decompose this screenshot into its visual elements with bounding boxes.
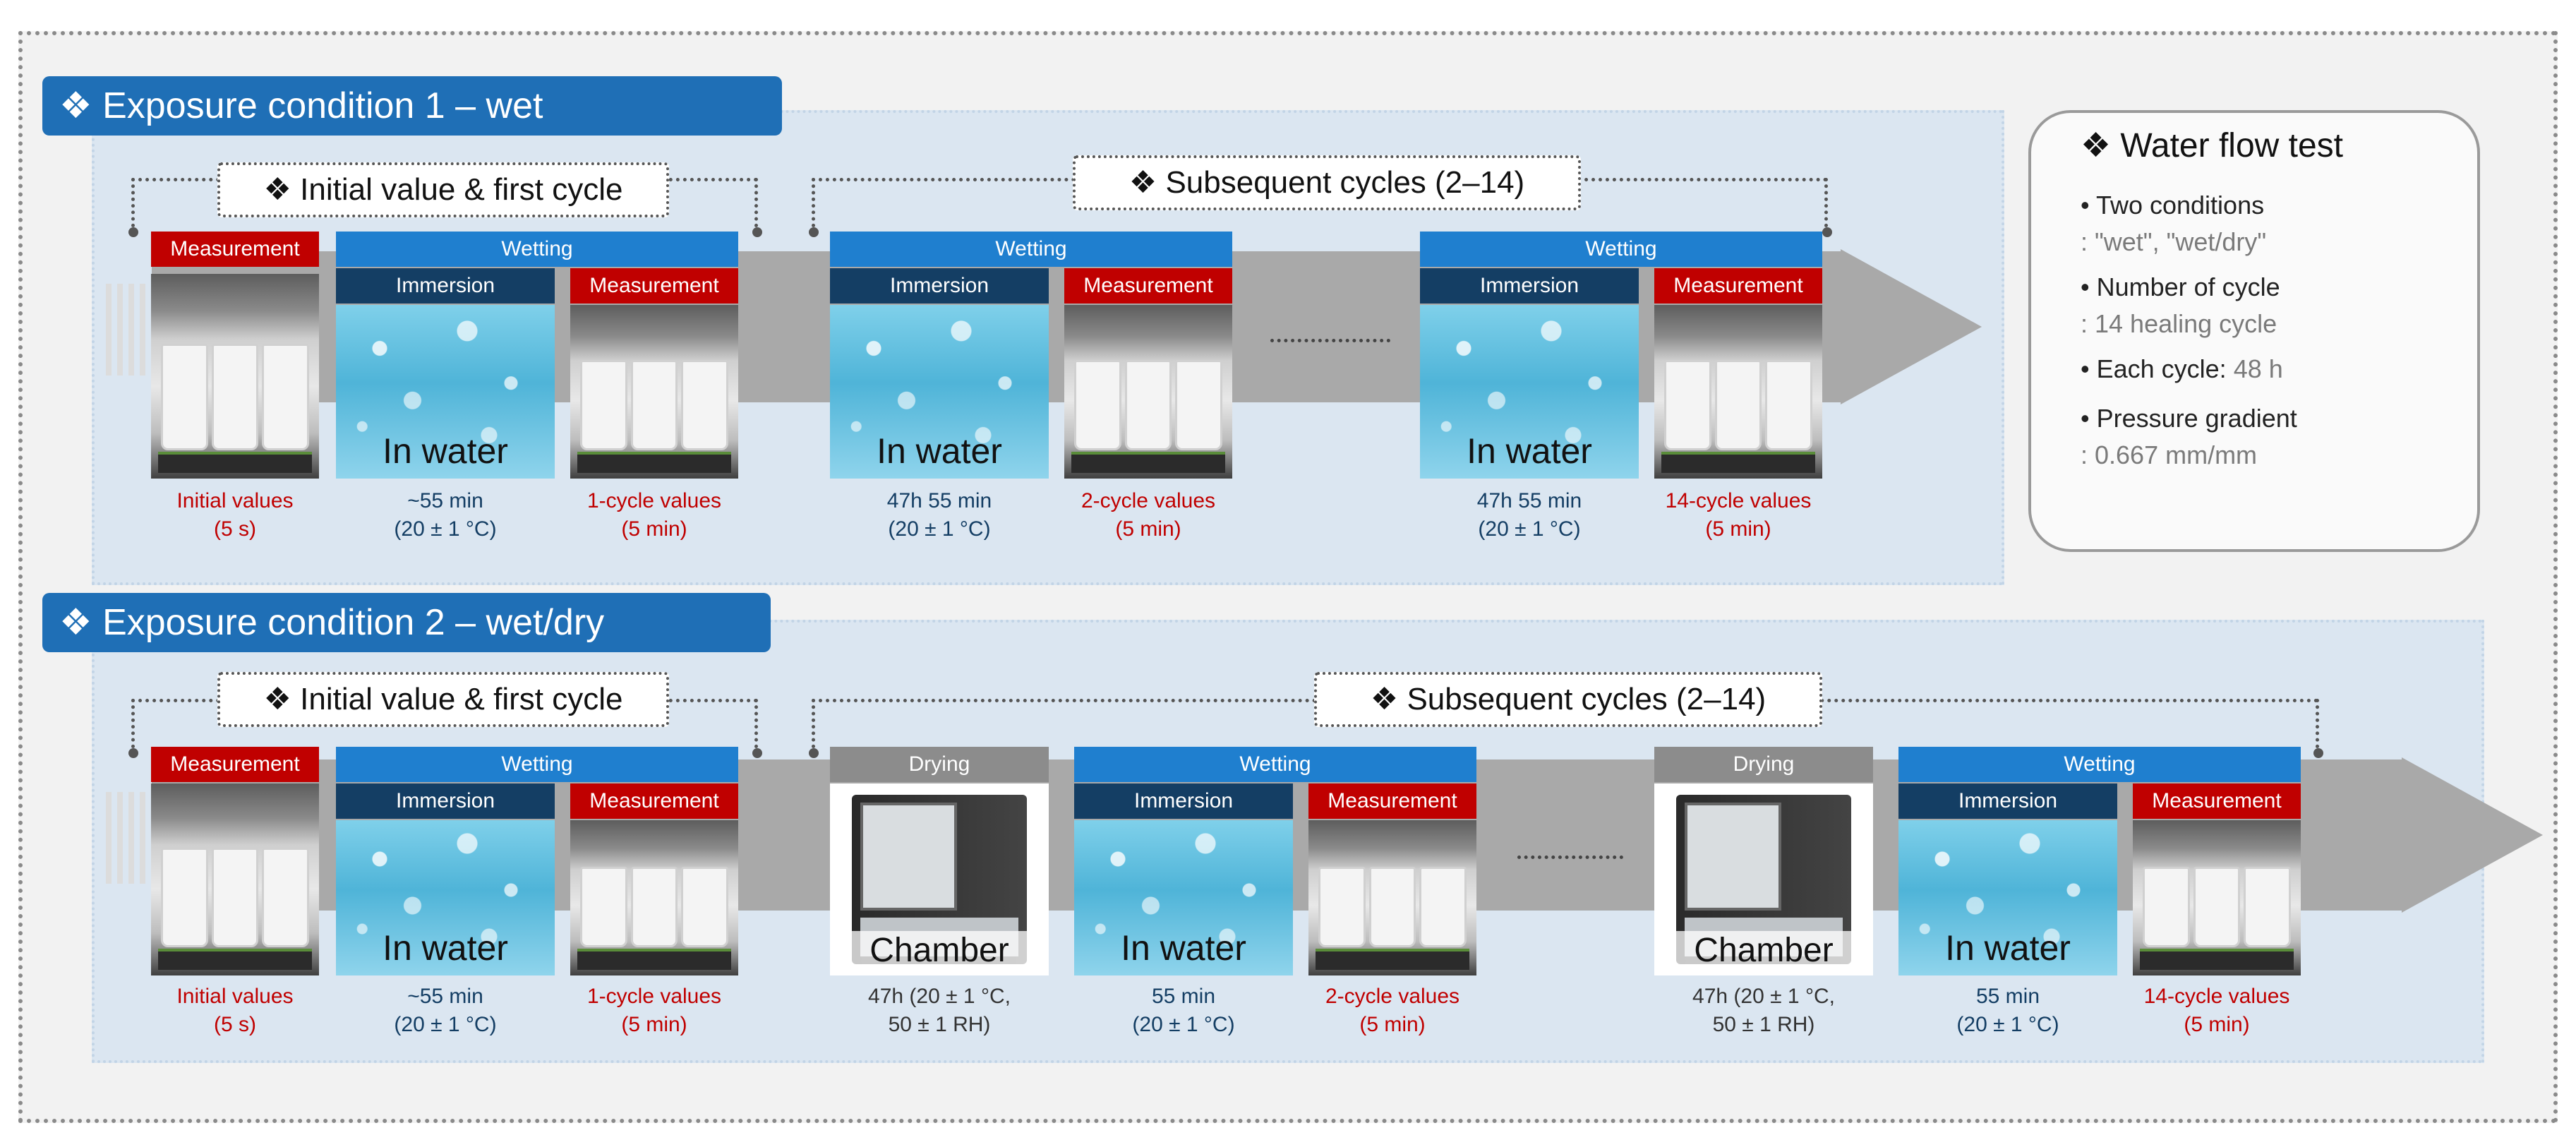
measurement-tag: Measurement: [570, 268, 738, 304]
caption: 47h (20 ± 1 °C,50 ± 1 RH): [1692, 985, 1835, 1036]
chamber-photo: Chamber: [830, 783, 1049, 975]
immersion-photo: In water: [336, 305, 555, 479]
caption: 47h 55 min(20 ± 1 °C): [1476, 489, 1582, 541]
bracket-end-dot: [1822, 227, 1832, 237]
caption: Initial values(5 s): [176, 489, 294, 541]
caption: 1-cycle values(5 min): [586, 985, 722, 1036]
caption: 14-cycle values(5 min): [1665, 489, 1812, 541]
immersion-photo: In water: [1898, 820, 2117, 975]
condition1-title: ❖ Exposure condition 1 – wet: [42, 76, 782, 136]
condition2-title: ❖ Exposure condition 2 – wet/dry: [42, 593, 771, 652]
measurement-photo: [2133, 820, 2301, 975]
flow-start-stripes: [106, 284, 148, 376]
bracket-end-dot: [809, 748, 819, 758]
immersion-photo: In water: [830, 305, 1049, 479]
measurement-photo: [1064, 305, 1232, 479]
bracket-end-dot: [752, 748, 762, 758]
caption: ~55 min(20 ± 1 °C): [394, 985, 497, 1036]
immersion-photo: In water: [1420, 305, 1639, 479]
condition2-bracket-subsequent-label: ❖ Subsequent cycles (2–14): [1314, 672, 1822, 727]
info-conditions: • Two conditions: [2081, 191, 2265, 220]
measurement-tag: Measurement: [2133, 783, 2301, 819]
drying-tag: Drying: [830, 747, 1049, 782]
water-flow-test-title: ❖ Water flow test: [2081, 127, 2343, 164]
immersion-photo: In water: [336, 820, 555, 975]
immersion-tag: Immersion: [336, 268, 555, 304]
measurement-tag: Measurement: [570, 783, 738, 819]
chamber-photo: Chamber: [1654, 783, 1873, 975]
in-water-label: In water: [1121, 928, 1246, 968]
wetting-tag: Wetting: [336, 747, 738, 782]
info-cycle-duration: • Each cycle: 48 h: [2081, 354, 2283, 383]
measurement-photo: [151, 783, 319, 975]
immersion-tag: Immersion: [1420, 268, 1639, 304]
measurement-photo: [570, 305, 738, 479]
bracket-end-dot: [2313, 748, 2323, 758]
condition1-flow-arrowhead: [1841, 249, 1982, 404]
measurement-tag: Measurement: [1308, 783, 1476, 819]
wetting-tag: Wetting: [1074, 747, 1476, 782]
ellipsis-dots: [1270, 339, 1390, 342]
in-water-label: In water: [1467, 431, 1592, 471]
info-conditions-value: : "wet", "wet/dry": [2081, 227, 2267, 256]
caption: 47h (20 ± 1 °C,50 ± 1 RH): [868, 985, 1011, 1036]
chamber-label: Chamber: [1654, 931, 1873, 970]
bracket-end-dot: [752, 227, 762, 237]
info-pressure-gradient-value: : 0.667 mm/mm: [2081, 440, 2258, 469]
caption: Initial values(5 s): [176, 985, 294, 1036]
caption: 2-cycle values(5 min): [1325, 985, 1460, 1036]
immersion-tag: Immersion: [336, 783, 555, 819]
in-water-label: In water: [383, 928, 508, 968]
measurement-tag: Measurement: [1064, 268, 1232, 304]
caption: 2-cycle values(5 min): [1081, 489, 1216, 541]
bracket-end-dot: [809, 227, 819, 237]
flow-start-stripes: [106, 792, 148, 884]
measurement-photo: [1308, 820, 1476, 975]
measurement-photo: [570, 820, 738, 975]
caption: 55 min(20 ± 1 °C): [1956, 985, 2059, 1036]
bracket-end-dot: [128, 227, 138, 237]
info-pressure-gradient: • Pressure gradient: [2081, 404, 2297, 433]
wetting-tag: Wetting: [336, 232, 738, 267]
immersion-tag: Immersion: [830, 268, 1049, 304]
measurement-tag: Measurement: [151, 747, 319, 782]
condition1-bracket-initial-label: ❖ Initial value & first cycle: [217, 162, 669, 217]
ellipsis-dots: [1517, 855, 1623, 859]
immersion-tag: Immersion: [1074, 783, 1293, 819]
info-cycle-count: • Number of cycle: [2081, 272, 2280, 301]
immersion-tag: Immersion: [1898, 783, 2117, 819]
condition2-bracket-initial-label: ❖ Initial value & first cycle: [217, 672, 669, 727]
in-water-label: In water: [877, 431, 1002, 471]
wetting-tag: Wetting: [1420, 232, 1822, 267]
in-water-label: In water: [1945, 928, 2071, 968]
immersion-photo: In water: [1074, 820, 1293, 975]
measurement-photo: [151, 274, 319, 479]
condition1-bracket-subsequent-label: ❖ Subsequent cycles (2–14): [1073, 155, 1581, 210]
caption: 1-cycle values(5 min): [586, 489, 722, 541]
caption: 14-cycle values(5 min): [2143, 985, 2290, 1036]
condition2-flow-arrowhead: [2402, 757, 2543, 913]
info-cycle-count-value: : 14 healing cycle: [2081, 309, 2277, 338]
in-water-label: In water: [383, 431, 508, 471]
wetting-tag: Wetting: [830, 232, 1232, 267]
caption: 47h 55 min(20 ± 1 °C): [886, 489, 992, 541]
measurement-tag: Measurement: [1654, 268, 1822, 304]
bracket-end-dot: [128, 748, 138, 758]
wetting-tag: Wetting: [1898, 747, 2301, 782]
water-flow-test-box: ❖ Water flow test • Two conditions : "we…: [2028, 110, 2480, 552]
chamber-label: Chamber: [830, 931, 1049, 970]
caption: 55 min(20 ± 1 °C): [1132, 985, 1235, 1036]
caption: ~55 min(20 ± 1 °C): [394, 489, 497, 541]
measurement-tag: Measurement: [151, 232, 319, 267]
measurement-photo: [1654, 305, 1822, 479]
drying-tag: Drying: [1654, 747, 1873, 782]
